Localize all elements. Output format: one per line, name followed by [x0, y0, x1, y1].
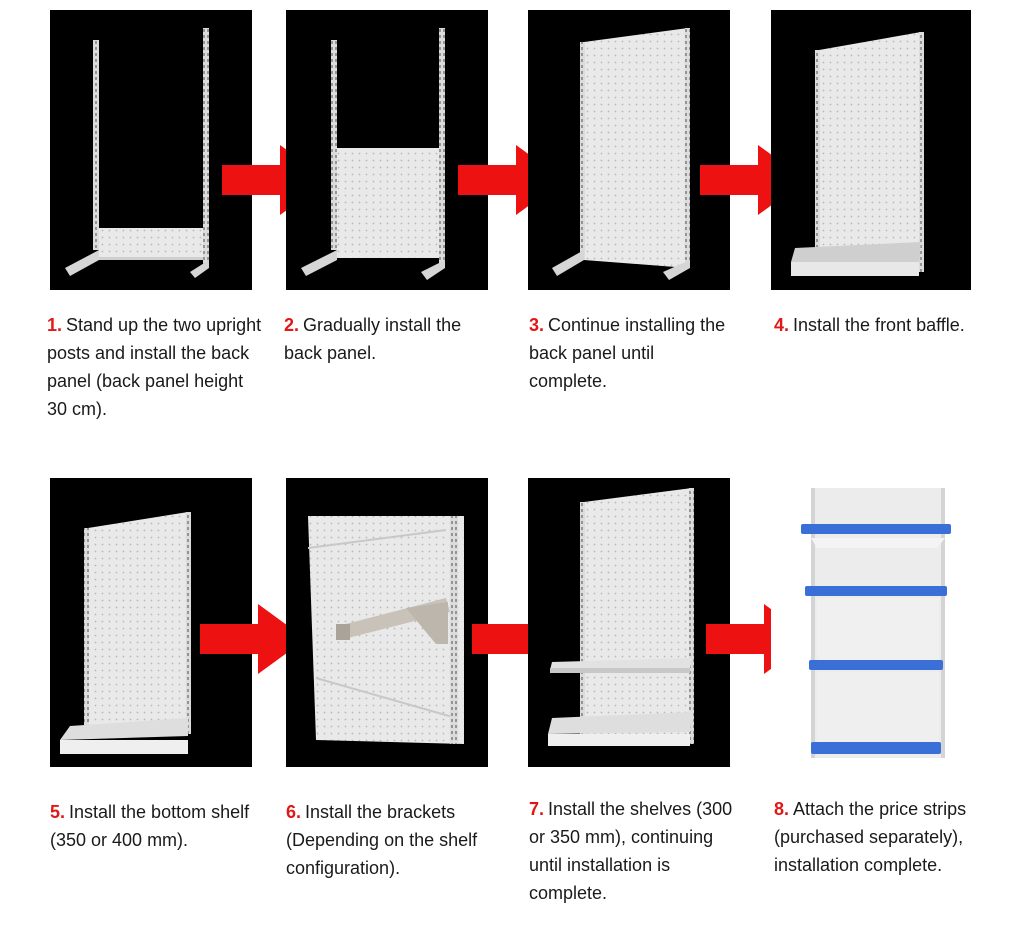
step-8-text: Attach the price strips (purchased separ…: [774, 799, 967, 875]
step-5-number: 5.: [50, 802, 66, 822]
step-2-text: Gradually install the back panel.: [284, 315, 462, 363]
bottom-shelf-illustration: [60, 512, 191, 754]
step-5-caption: 5.Install the bottom shelf (350 or 400 m…: [50, 798, 265, 854]
step-4-number: 4.: [774, 315, 790, 335]
step-7-text: Install the shelves (300 or 350 mm), con…: [529, 799, 733, 903]
step-8-caption: 8.Attach the price strips (purchased sep…: [774, 795, 974, 879]
step-6-caption: 6.Install the brackets (Depending on the…: [286, 798, 486, 882]
step-3-number: 3.: [529, 315, 545, 335]
front-baffle-illustration: [791, 32, 924, 276]
step-1-photo: [50, 10, 252, 290]
step-3-caption: 3.Continue installing the back panel unt…: [529, 311, 729, 395]
step-3-text: Continue installing the back panel until…: [529, 315, 726, 391]
step-2-photo: [286, 10, 488, 290]
step-1-number: 1.: [47, 315, 63, 335]
step-5-photo: [50, 478, 252, 767]
step-4-caption: 4.Install the front baffle.: [774, 311, 974, 339]
step-6-text: Install the brackets (Depending on the s…: [286, 802, 478, 878]
step-7-photo: [528, 478, 730, 767]
partial-back-panel-illustration: [301, 28, 445, 280]
step-8-photo: [771, 480, 971, 766]
step-4-photo: [771, 10, 971, 290]
bracket-closeup-illustration: [307, 516, 464, 744]
step-7-caption: 7.Install the shelves (300 or 350 mm), c…: [529, 795, 734, 907]
step-2-caption: 2.Gradually install the back panel.: [284, 311, 484, 367]
completed-shelving-illustration: [771, 480, 971, 766]
step-1-text: Stand up the two upright posts and insta…: [47, 315, 262, 419]
step-7-number: 7.: [529, 799, 545, 819]
step-2-number: 2.: [284, 315, 300, 335]
upright-posts-illustration: [65, 28, 209, 278]
step-6-photo: [286, 478, 488, 767]
full-back-panel-illustration: [552, 28, 690, 280]
step-3-photo: [528, 10, 730, 290]
step-1-caption: 1.Stand up the two upright posts and ins…: [47, 311, 262, 423]
shelves-installed-illustration: [548, 488, 694, 746]
step-8-number: 8.: [774, 799, 790, 819]
arrow-right-icon: [200, 604, 306, 674]
step-4-text: Install the front baffle.: [793, 315, 965, 335]
step-5-text: Install the bottom shelf (350 or 400 mm)…: [50, 802, 250, 850]
step-6-number: 6.: [286, 802, 302, 822]
